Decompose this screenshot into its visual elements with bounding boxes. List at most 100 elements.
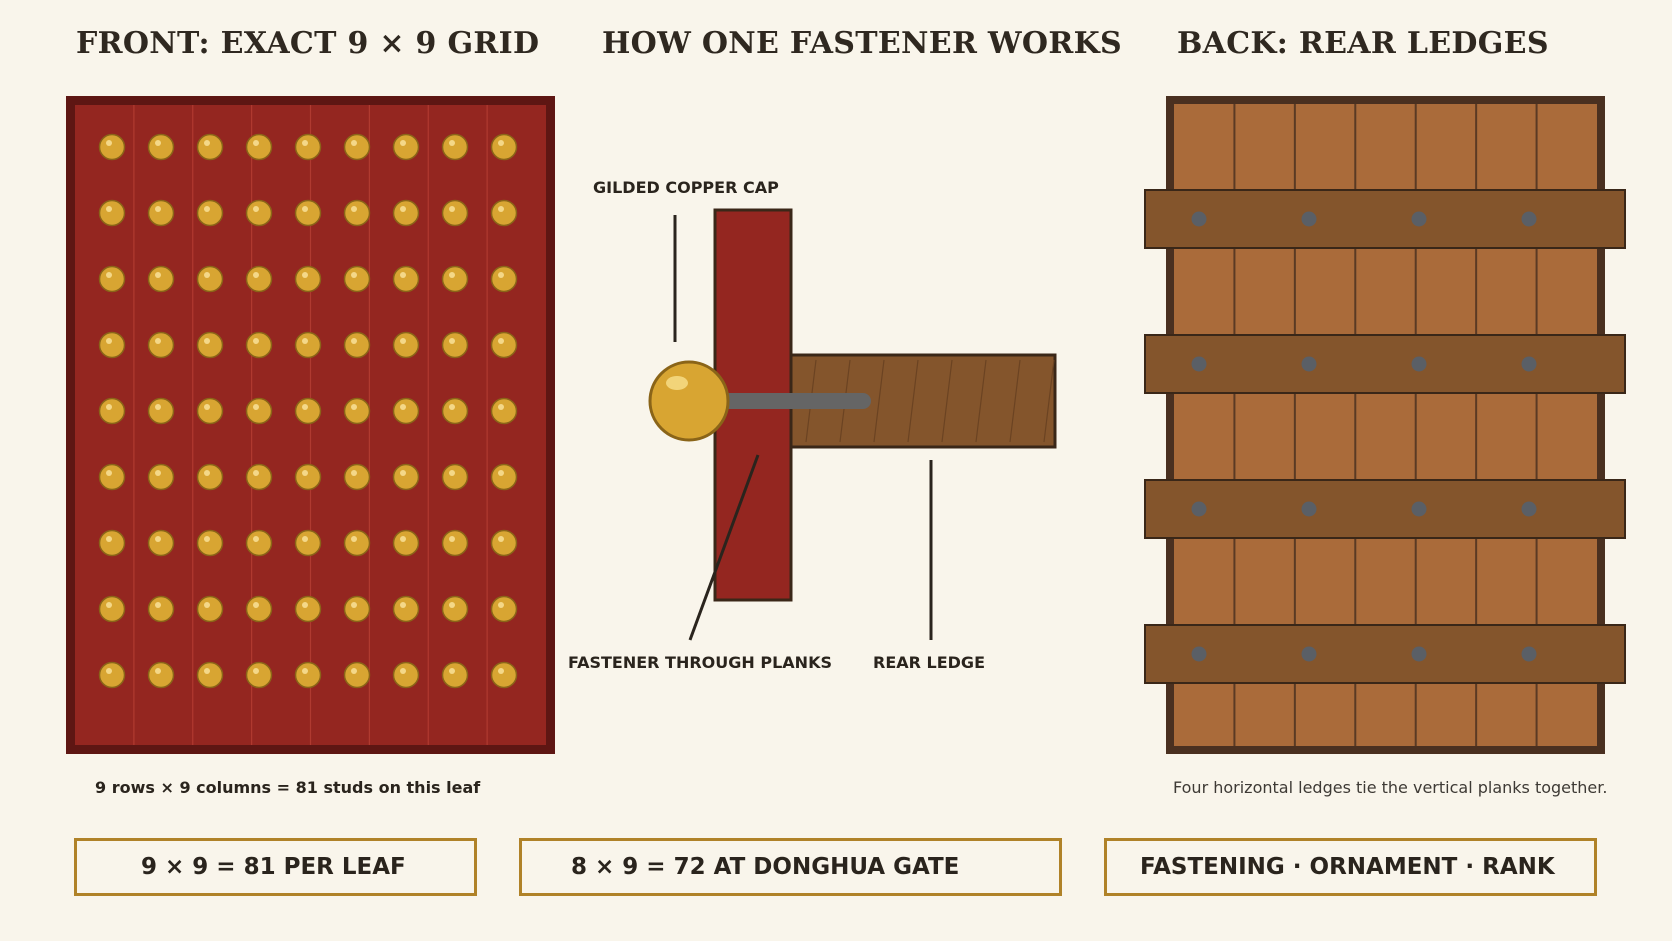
stud-highlight bbox=[155, 206, 161, 212]
grain-line bbox=[975, 359, 987, 443]
stud-highlight bbox=[400, 272, 406, 278]
cap-callout: GILDED COPPER CAP bbox=[593, 178, 779, 197]
stud-highlight bbox=[449, 668, 455, 674]
stud bbox=[98, 595, 126, 623]
stud-highlight bbox=[498, 206, 504, 212]
stud bbox=[294, 529, 322, 557]
rear-ledge bbox=[1144, 479, 1626, 539]
stud bbox=[147, 397, 175, 425]
stud-highlight bbox=[155, 140, 161, 146]
stud-highlight bbox=[106, 206, 112, 212]
stud-highlight bbox=[302, 272, 308, 278]
stud-highlight bbox=[253, 338, 259, 344]
stud bbox=[196, 529, 224, 557]
stud-highlight bbox=[498, 272, 504, 278]
ledge-bolt bbox=[1191, 646, 1207, 662]
stud-highlight bbox=[400, 338, 406, 344]
stud bbox=[441, 397, 469, 425]
ledge-bolt bbox=[1521, 646, 1537, 662]
ledge-bolt bbox=[1301, 211, 1317, 227]
stud-highlight bbox=[302, 404, 308, 410]
stud-highlight bbox=[253, 668, 259, 674]
ledge-bolt bbox=[1301, 356, 1317, 372]
stud-highlight bbox=[351, 206, 357, 212]
stud-highlight bbox=[449, 206, 455, 212]
stud-highlight bbox=[204, 668, 210, 674]
stud bbox=[294, 463, 322, 491]
stud bbox=[245, 595, 273, 623]
stud bbox=[294, 397, 322, 425]
ledge-bolt bbox=[1521, 211, 1537, 227]
stud-highlight bbox=[204, 338, 210, 344]
stud-highlight bbox=[106, 272, 112, 278]
stud bbox=[147, 463, 175, 491]
stud-highlight bbox=[302, 602, 308, 608]
stud-highlight bbox=[302, 140, 308, 146]
stud bbox=[490, 463, 518, 491]
ledge-bolt bbox=[1521, 501, 1537, 517]
ledge-bolt bbox=[1191, 501, 1207, 517]
stud-highlight bbox=[400, 470, 406, 476]
stud-highlight bbox=[449, 404, 455, 410]
stud-highlight bbox=[253, 206, 259, 212]
stud-highlight bbox=[351, 470, 357, 476]
stud bbox=[147, 529, 175, 557]
stud-highlight bbox=[449, 338, 455, 344]
grain-line bbox=[873, 359, 885, 443]
stud-highlight bbox=[155, 668, 161, 674]
back-caption: Four horizontal ledges tie the vertical … bbox=[1173, 778, 1608, 797]
ledge-bolt bbox=[1521, 356, 1537, 372]
stud-highlight bbox=[155, 338, 161, 344]
summary-per-leaf-text: 9 × 9 = 81 PER LEAF bbox=[141, 854, 406, 880]
stud bbox=[441, 133, 469, 161]
stud-highlight bbox=[498, 602, 504, 608]
stud bbox=[441, 529, 469, 557]
stud bbox=[343, 661, 371, 689]
stud bbox=[147, 595, 175, 623]
stud-highlight bbox=[400, 536, 406, 542]
ledge-bolt bbox=[1191, 356, 1207, 372]
stud bbox=[196, 331, 224, 359]
stud bbox=[490, 595, 518, 623]
stud-highlight bbox=[253, 536, 259, 542]
stud bbox=[392, 463, 420, 491]
stud-highlight bbox=[106, 140, 112, 146]
stud bbox=[147, 265, 175, 293]
stud bbox=[245, 331, 273, 359]
stud bbox=[294, 133, 322, 161]
stud-highlight bbox=[106, 602, 112, 608]
stud bbox=[196, 595, 224, 623]
rear-ledge bbox=[1144, 334, 1626, 394]
stud bbox=[196, 133, 224, 161]
stud bbox=[490, 199, 518, 227]
stud-highlight bbox=[351, 536, 357, 542]
stud-highlight bbox=[106, 536, 112, 542]
stud bbox=[294, 199, 322, 227]
stud bbox=[392, 529, 420, 557]
ledge-bolt bbox=[1411, 211, 1427, 227]
rear-ledges bbox=[1144, 189, 1626, 684]
stud bbox=[196, 265, 224, 293]
stud-highlight bbox=[498, 140, 504, 146]
stud bbox=[441, 331, 469, 359]
stud bbox=[147, 199, 175, 227]
grain-line bbox=[1009, 359, 1021, 443]
stud-highlight bbox=[400, 140, 406, 146]
stud-highlight bbox=[253, 470, 259, 476]
stud-highlight bbox=[155, 404, 161, 410]
back-heading: BACK: REAR LEDGES bbox=[1177, 26, 1549, 61]
front-caption: 9 rows × 9 columns = 81 studs on this le… bbox=[95, 778, 481, 797]
stud-highlight bbox=[302, 668, 308, 674]
stud-highlight bbox=[498, 404, 504, 410]
stud bbox=[441, 463, 469, 491]
stud bbox=[245, 397, 273, 425]
summary-box-functions: FASTENING · ORNAMENT · RANK bbox=[1104, 838, 1597, 896]
stud bbox=[245, 463, 273, 491]
stud bbox=[490, 661, 518, 689]
grain-line bbox=[907, 359, 919, 443]
stud-highlight bbox=[449, 140, 455, 146]
stud bbox=[196, 199, 224, 227]
stud bbox=[490, 265, 518, 293]
